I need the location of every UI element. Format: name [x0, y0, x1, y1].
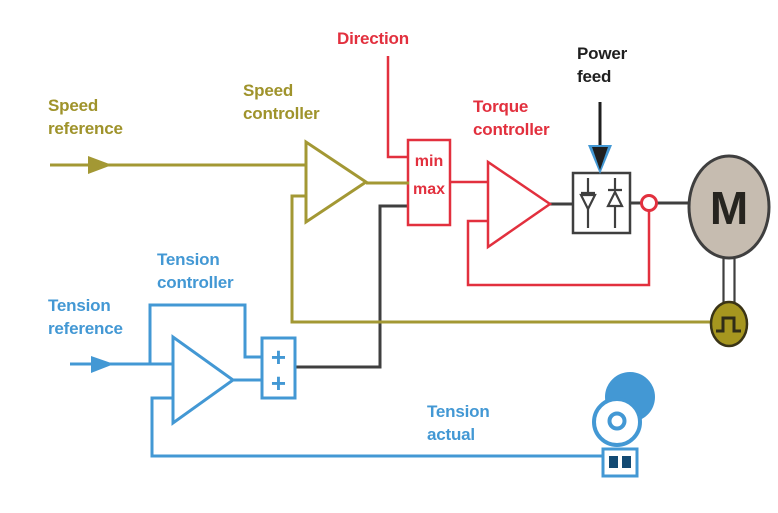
motor-shaft: [722, 256, 736, 304]
motor-circle: [687, 154, 771, 260]
thyristor-up-icon: [606, 178, 624, 228]
summation-plus-top: +: [270, 342, 287, 372]
tension-actual-line: [150, 396, 605, 458]
label-tension-reference: Tension reference: [48, 296, 123, 338]
current-sensor-ring: [640, 194, 658, 212]
thyristor-block: [571, 171, 632, 235]
summation-block: [260, 336, 297, 400]
speed-reference-arrow: [88, 156, 112, 174]
direction-line: [386, 56, 408, 159]
torque-feedback-line: [466, 211, 651, 287]
thyristor-down-icon: [579, 178, 597, 228]
tension-sensor-icon: [592, 372, 655, 478]
speed-controller-triangle: [304, 139, 369, 225]
label-tension-controller: Tension controller: [157, 250, 234, 292]
limiter-min-max-text: min max: [412, 153, 446, 198]
tension-reference-line: [70, 356, 174, 373]
speed-feedback-line: [290, 194, 712, 324]
label-speed-reference: Speed reference: [48, 96, 123, 138]
label-speed-controller: Speed controller: [243, 81, 320, 123]
limiter-block: [406, 138, 452, 227]
motor-label: M: [709, 182, 749, 234]
label-torque-controller: Torque controller: [473, 97, 550, 139]
torque-controller-triangle: [486, 159, 553, 250]
tension-reference-arrow: [91, 356, 114, 373]
speed-reference-line: [50, 156, 307, 174]
label-direction: Direction: [337, 29, 409, 48]
tension-controller-triangle: [171, 334, 236, 426]
label-power-feed: Power feed: [577, 44, 628, 86]
pulse-encoder-icon: [709, 300, 749, 348]
label-tension-actual: Tension actual: [427, 402, 490, 444]
summation-to-limiter-line: [296, 204, 407, 369]
power-feed-arrow: [588, 102, 612, 174]
tension-reference-feedforward-line: [148, 303, 263, 364]
summation-plus-bottom: +: [270, 368, 287, 398]
